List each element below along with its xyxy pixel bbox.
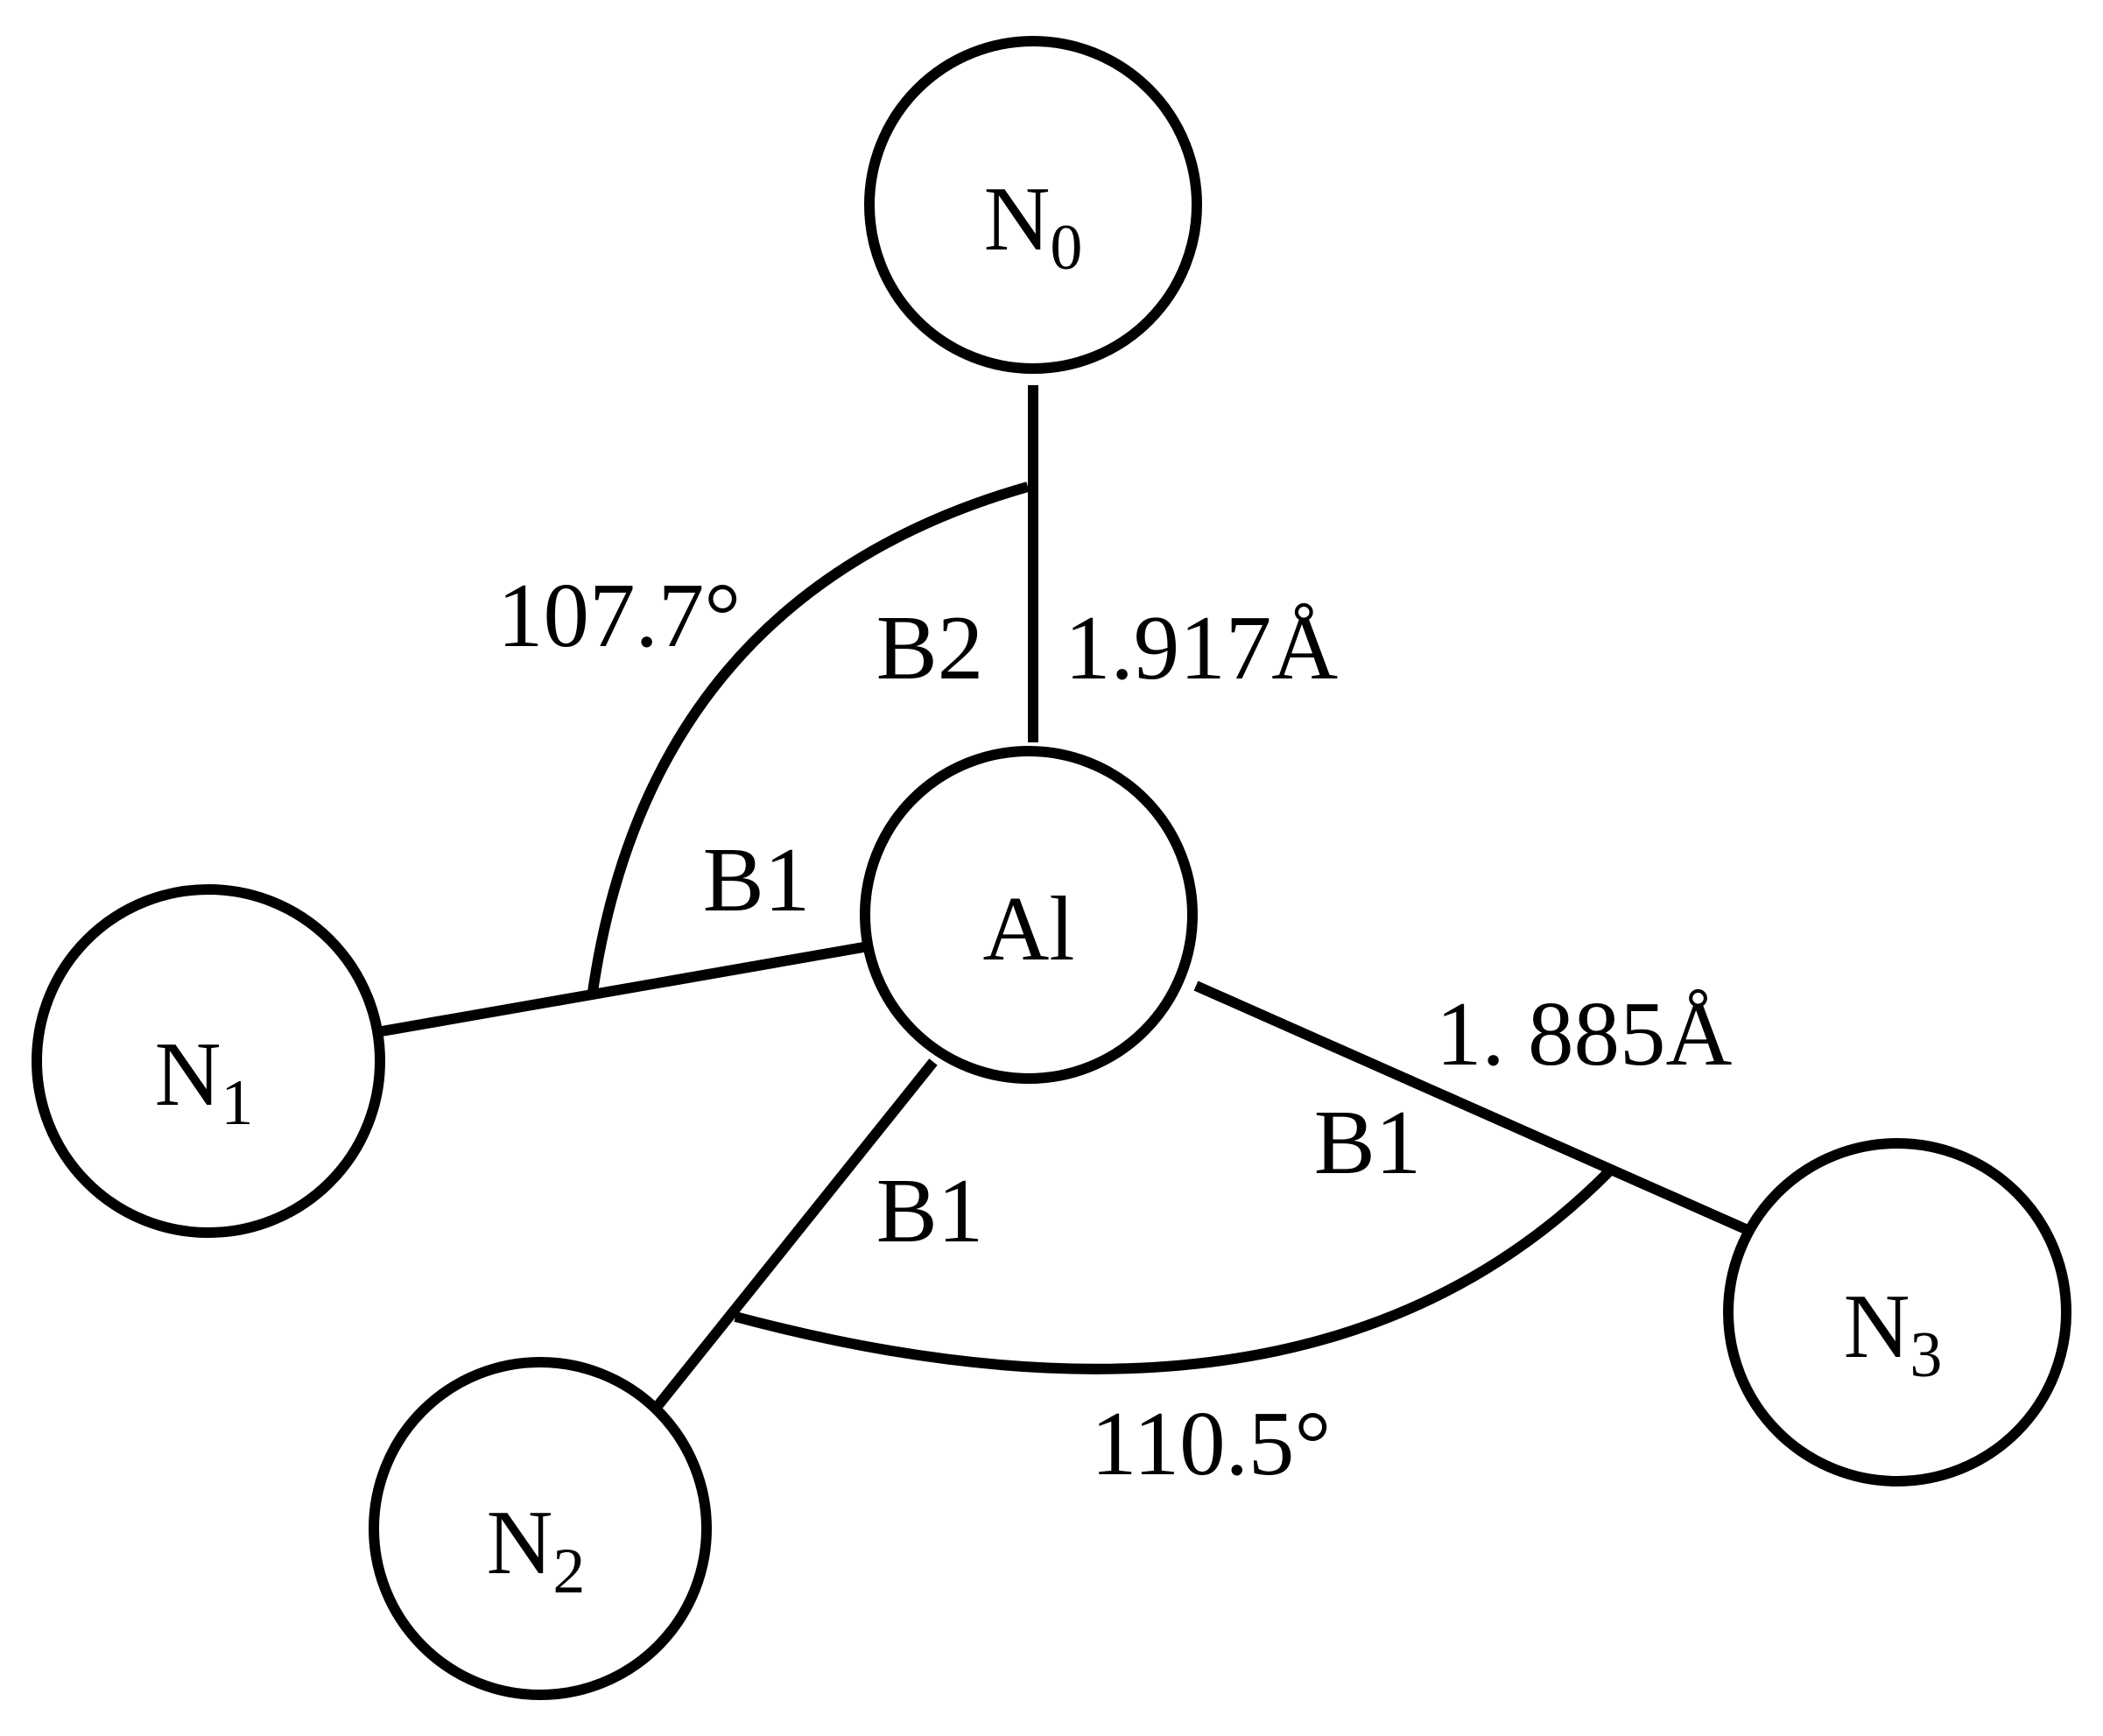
- svg-text:N3: N3: [1844, 1275, 1943, 1391]
- atom-n2-label: N: [487, 1491, 553, 1593]
- bond-type-label-al-n1: B1: [703, 828, 811, 931]
- atom-al-label: Al: [983, 877, 1075, 980]
- bond-length-label-al-n0: 1.917Å: [1065, 596, 1338, 699]
- angle-label-n0-al-n1: 107.7°: [497, 564, 741, 666]
- bond-type-label-al-n2: B1: [876, 1159, 984, 1262]
- bond-type-label-al-n0: B2: [876, 596, 984, 699]
- atom-n1-circle: [32, 884, 385, 1238]
- atom-n1-label: N: [155, 1023, 222, 1125]
- bond-length-label-al-n3: 1. 885Å: [1436, 982, 1733, 1085]
- atom-n3: N3: [1723, 1138, 2071, 1486]
- atom-n2-subscript: 2: [552, 1536, 585, 1607]
- bond-al-n2: [651, 1058, 938, 1413]
- angle-label-n2-al-n3: 110.5°: [1091, 1392, 1331, 1494]
- svg-text:N1: N1: [155, 1023, 254, 1139]
- atom-n0-label: N: [984, 167, 1051, 270]
- atom-n3-circle: [1723, 1138, 2071, 1486]
- angle-arc-n0-al-n1: [587, 481, 1030, 999]
- bond-al-n1: [380, 942, 865, 1037]
- svg-text:N0: N0: [984, 167, 1083, 284]
- atom-n2-circle: [369, 1357, 712, 1700]
- atom-n3-label: N: [1844, 1275, 1910, 1377]
- svg-text:N2: N2: [487, 1491, 586, 1607]
- atom-n1: N1: [32, 884, 385, 1238]
- atom-n0-circle: [864, 36, 1202, 374]
- angle-arc-n2-al-n3: [734, 1167, 1614, 1374]
- bond-type-label-al-n3: B1: [1314, 1091, 1422, 1193]
- atom-n0: N0: [864, 36, 1202, 374]
- atom-n3-subscript: 3: [1910, 1319, 1942, 1391]
- atom-al: Al: [860, 746, 1198, 1084]
- atom-n1-subscript: 1: [221, 1067, 253, 1139]
- atom-n0-subscript: 0: [1050, 212, 1082, 284]
- atom-n2: N2: [369, 1357, 712, 1700]
- bond-al-n3: [1193, 980, 1750, 1235]
- atom-al-circle: [860, 746, 1198, 1084]
